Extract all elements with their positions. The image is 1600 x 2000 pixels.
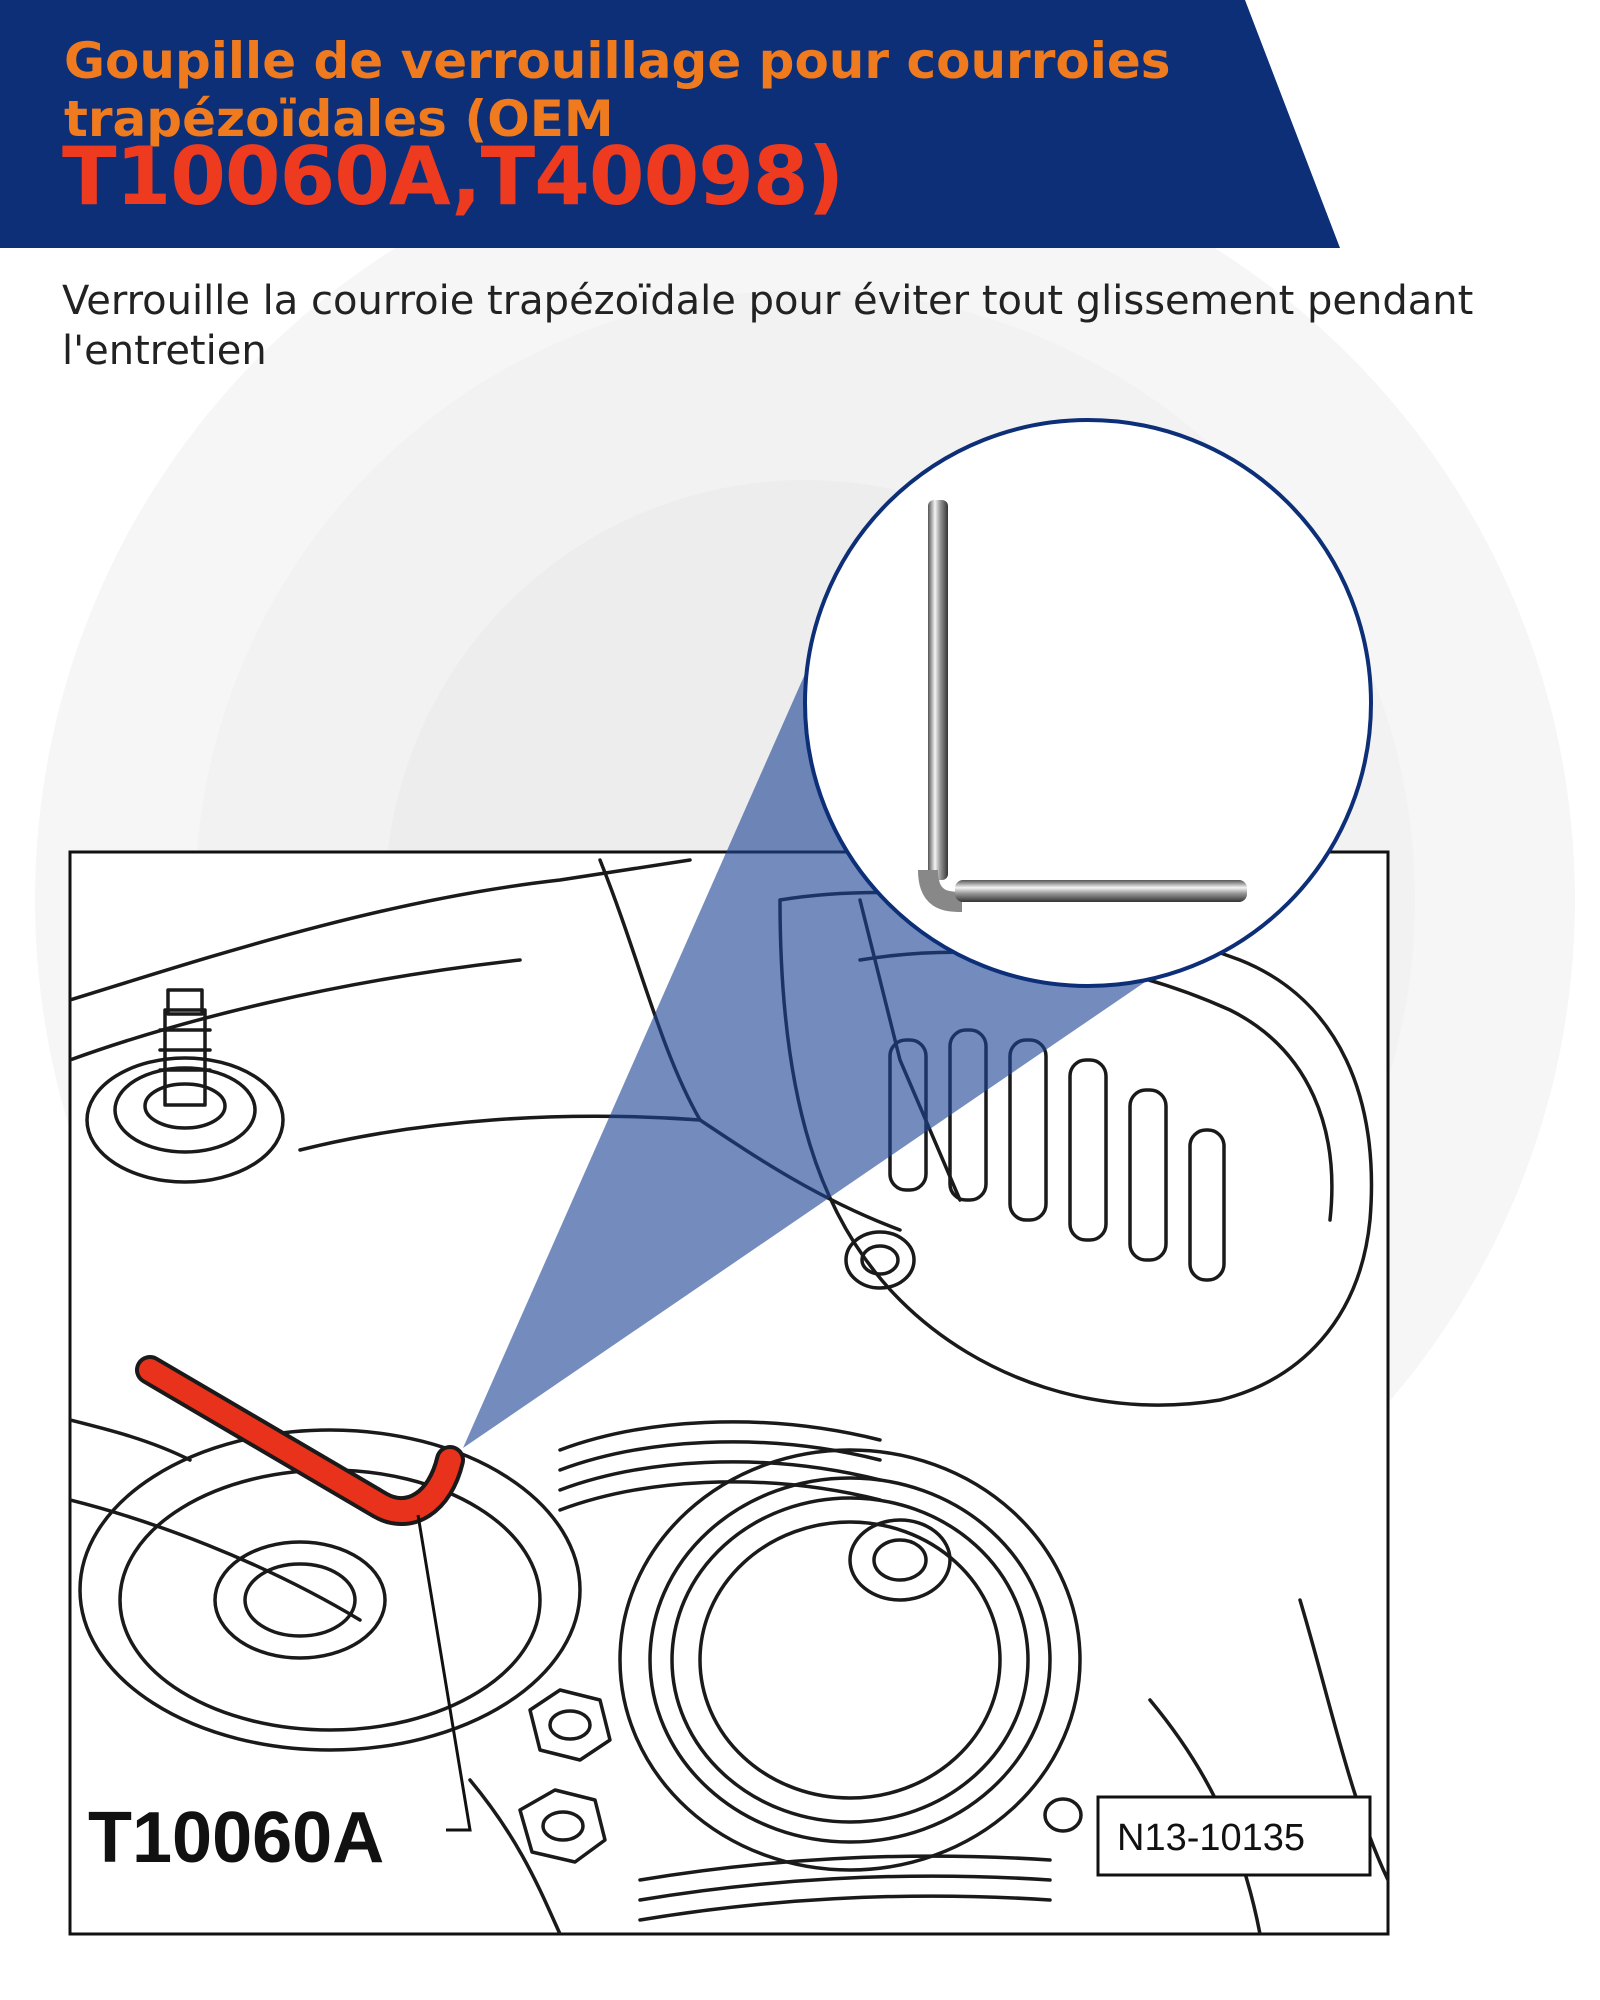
- description-text: Verrouille la courroie trapézoïdale pour…: [62, 278, 1474, 374]
- reference-code: N13-10135: [1117, 1817, 1305, 1859]
- alternator-pulley: [618, 1448, 1082, 1872]
- reference-code-box: [1096, 1795, 1372, 1877]
- hex-key-pin-icon: [918, 500, 1247, 912]
- tool-label: T10060A: [88, 1798, 384, 1878]
- tensioner-pulley: [78, 1428, 582, 1752]
- stud-bolt: [85, 988, 285, 1184]
- header-banner: [0, 0, 1340, 248]
- ribbed-belt: [558, 1420, 1052, 1922]
- title-line-2: T10060A,T40098): [62, 130, 844, 223]
- tool-leader-line: [416, 1514, 472, 1832]
- title-line-1: Goupille de verrouillage pour courroies …: [64, 32, 1171, 148]
- mounting-bolts: [518, 1688, 1083, 1864]
